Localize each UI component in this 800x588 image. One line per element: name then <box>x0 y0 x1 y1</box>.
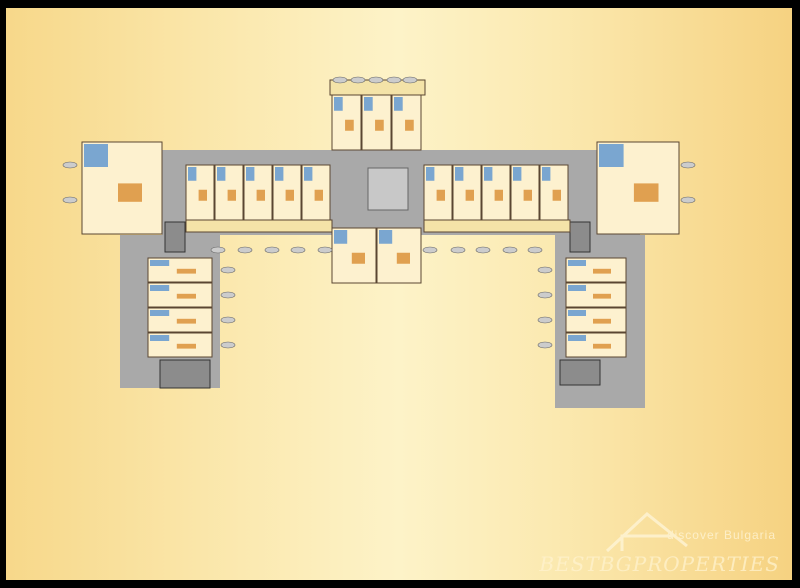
main-left-2-bathroom <box>246 167 255 181</box>
main-left-4-furniture <box>314 189 323 201</box>
unit-callout-17 <box>220 316 236 324</box>
unit-callout-25 <box>680 161 696 169</box>
main-right-1-bathroom <box>455 167 464 181</box>
main-left-4-bathroom <box>304 167 313 181</box>
unit-callout-1 <box>237 246 253 254</box>
main-right-2-bathroom <box>484 167 493 181</box>
wing-left-1-bathroom <box>150 285 170 291</box>
wing-left-2-bathroom <box>150 310 170 316</box>
main-left-3-furniture <box>285 189 294 201</box>
wing-left-3-furniture <box>176 343 196 349</box>
main-right-3-furniture <box>523 189 532 201</box>
stair-left-upper <box>164 221 186 253</box>
main-left-2-furniture <box>256 189 265 201</box>
wing-right-0-furniture <box>593 268 611 274</box>
unit-callout-15 <box>220 266 236 274</box>
unit-callout-8 <box>502 246 518 254</box>
unit-callout-12 <box>368 76 384 84</box>
main-left-3-bathroom <box>275 167 284 181</box>
corner-right-bathroom <box>599 144 624 167</box>
unit-callout-16 <box>220 291 236 299</box>
main-left-1-bathroom <box>217 167 226 181</box>
center-bottom-0-furniture <box>351 252 365 264</box>
top-2-bathroom <box>394 97 403 111</box>
top-1-bathroom <box>364 97 373 111</box>
elevator-core <box>367 167 409 211</box>
unit-callout-18 <box>220 341 236 349</box>
wing-right-0-bathroom <box>568 260 586 266</box>
unit-callout-21 <box>537 316 553 324</box>
unit-callout-7 <box>475 246 491 254</box>
main-right-2-furniture <box>494 189 503 201</box>
wing-left-2-furniture <box>176 318 196 324</box>
unit-callout-0 <box>210 246 226 254</box>
floor-plan <box>62 76 696 408</box>
unit-callout-2 <box>264 246 280 254</box>
wing-left-1-furniture <box>176 293 196 299</box>
main-right-1-furniture <box>465 189 474 201</box>
unit-callout-22 <box>537 341 553 349</box>
unit-callout-14 <box>402 76 418 84</box>
floor-plan-canvas: discover Bulgaria BESTBGPROPERTIES <box>6 8 792 580</box>
balcony-right <box>423 219 571 233</box>
unit-callout-11 <box>350 76 366 84</box>
main-right-4-bathroom <box>542 167 551 181</box>
top-0-bathroom <box>334 97 343 111</box>
corner-right-furniture <box>633 183 659 202</box>
main-right-0-bathroom <box>426 167 435 181</box>
main-left-1-furniture <box>227 189 236 201</box>
watermark-logo: discover Bulgaria BESTBGPROPERTIES <box>539 506 782 576</box>
wing-right-3-bathroom <box>568 335 586 341</box>
unit-callout-4 <box>317 246 333 254</box>
unit-callout-10 <box>332 76 348 84</box>
unit-callout-9 <box>527 246 543 254</box>
main-right-4-furniture <box>552 189 561 201</box>
unit-callout-3 <box>290 246 306 254</box>
unit-callout-5 <box>422 246 438 254</box>
wing-right-2-bathroom <box>568 310 586 316</box>
watermark-tagline: discover Bulgaria <box>666 528 776 542</box>
wing-right-3-furniture <box>593 343 611 349</box>
unit-callout-6 <box>450 246 466 254</box>
center-bottom-0-bathroom <box>334 230 348 244</box>
main-left-0-furniture <box>198 189 207 201</box>
wing-right-1-bathroom <box>568 285 586 291</box>
wing-left-3-bathroom <box>150 335 170 341</box>
watermark-brand: BESTBGPROPERTIES <box>539 552 780 576</box>
stair-left <box>159 359 211 389</box>
main-right-0-furniture <box>436 189 445 201</box>
stair-right-upper <box>569 221 591 253</box>
wing-right-1-furniture <box>593 293 611 299</box>
balcony-left <box>185 219 333 233</box>
unit-callout-23 <box>62 161 78 169</box>
unit-callout-26 <box>680 196 696 204</box>
main-right-3-bathroom <box>513 167 522 181</box>
wing-left-0-furniture <box>176 268 196 274</box>
top-2-furniture <box>405 119 414 131</box>
main-left-0-bathroom <box>188 167 197 181</box>
corner-left-bathroom <box>84 144 108 167</box>
corner-left-furniture <box>118 183 142 202</box>
wing-left-0-bathroom <box>150 260 170 266</box>
top-0-furniture <box>345 119 354 131</box>
center-bottom-1-furniture <box>396 252 410 264</box>
unit-callout-24 <box>62 196 78 204</box>
unit-callout-13 <box>386 76 402 84</box>
wing-right-2-furniture <box>593 318 611 324</box>
unit-callout-20 <box>537 291 553 299</box>
top-1-furniture <box>375 119 384 131</box>
unit-callout-19 <box>537 266 553 274</box>
center-bottom-1-bathroom <box>379 230 393 244</box>
house-logo-icon <box>605 512 688 553</box>
stair-right <box>559 359 601 386</box>
